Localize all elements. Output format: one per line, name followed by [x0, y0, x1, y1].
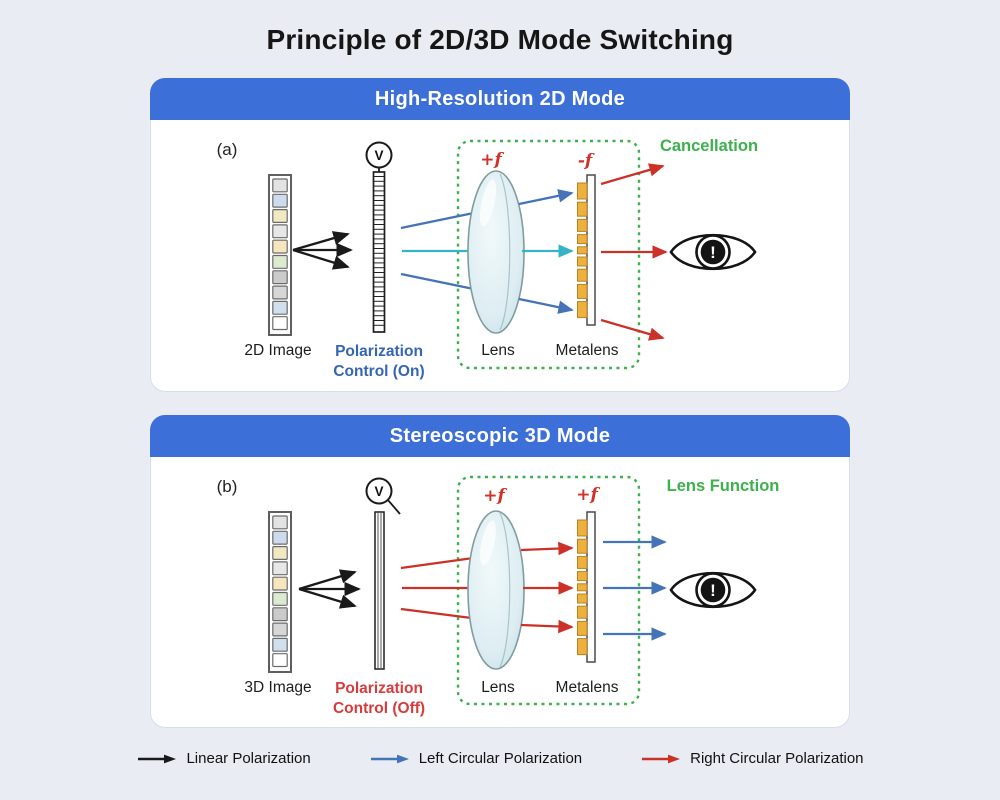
polarization-control-label: Polarization Control (On) — [333, 342, 424, 382]
panel-b-body: V — [150, 457, 850, 728]
lens-focal-label: +f — [483, 486, 505, 506]
metalens-focal-label: +f — [576, 485, 598, 505]
panel-a-tag: (a) — [216, 140, 238, 159]
pixel-squares — [272, 515, 288, 668]
polarization-control-bar — [372, 171, 386, 333]
legend-item-left-circular: Left Circular Polarization — [369, 750, 582, 767]
image-label: 2D Image — [244, 342, 312, 359]
metalens-segments — [577, 519, 588, 656]
panel-a-header: High-Resolution 2D Mode — [150, 78, 850, 120]
eye-icon: ! — [669, 233, 757, 271]
lens — [467, 170, 525, 334]
diagram-3d-mode: V — [268, 475, 757, 706]
metalens-label: Metalens — [555, 679, 619, 696]
annotation-lens-function: Lens Function — [666, 477, 780, 495]
polarization-control-label: Polarization Control (Off) — [333, 679, 425, 719]
metalens-segments — [577, 182, 588, 319]
polarization-label-line1: Polarization — [335, 680, 423, 697]
voltage-source: V — [365, 477, 401, 515]
blue-arrow-icon — [370, 754, 409, 763]
linear-polarization-rays — [292, 231, 353, 270]
lens-label: Lens — [481, 679, 515, 696]
legend-item-right-circular: Right Circular Polarization — [640, 750, 864, 767]
metalens-focal-label: -f — [577, 151, 593, 171]
image-label: 3D Image — [244, 679, 312, 696]
metalens-label: Metalens — [555, 342, 619, 359]
image-strip — [268, 174, 292, 336]
black-arrow-icon — [138, 754, 177, 763]
lens — [467, 510, 525, 670]
red-arrow-icon — [642, 754, 681, 763]
image-strip — [268, 511, 292, 673]
voltage-label: V — [374, 484, 383, 499]
polarization-control-bar — [374, 511, 385, 670]
panel-a-body: V — [150, 120, 850, 392]
right-circular-rays-mid — [520, 541, 574, 634]
panel-b-header: Stereoscopic 3D Mode — [150, 415, 850, 457]
legend-label: Linear Polarization — [186, 750, 311, 767]
polarization-label-line2: Control (On) — [333, 363, 425, 380]
legend-label: Right Circular Polarization — [690, 750, 864, 767]
eye-exclamation: ! — [710, 243, 716, 262]
voltage-label: V — [374, 148, 383, 163]
panel-2d-mode: High-Resolution 2D Mode — [150, 78, 850, 392]
eye-exclamation: ! — [710, 581, 716, 600]
right-circular-rays-out — [600, 163, 668, 341]
left-circular-rays-out — [603, 535, 667, 641]
panel-b-tag: (b) — [216, 477, 238, 496]
polarization-label-line1: Polarization — [335, 343, 423, 360]
hatch-lines — [374, 176, 384, 326]
legend: Linear Polarization Left Circular Polari… — [0, 750, 1000, 767]
page-title: Principle of 2D/3D Mode Switching — [266, 24, 734, 55]
diagram-2d-mode: V — [268, 139, 757, 370]
annotation-cancellation: Cancellation — [659, 137, 759, 155]
voltage-source: V — [365, 141, 393, 173]
metalens — [577, 174, 596, 326]
panel-3d-mode: Stereoscopic 3D Mode — [150, 415, 850, 728]
metalens — [577, 511, 596, 663]
eye-icon: ! — [669, 571, 757, 609]
pixel-squares — [272, 178, 288, 331]
polarization-label-line2: Control (Off) — [332, 700, 426, 717]
linear-polarization-rays — [298, 569, 361, 609]
lens-label: Lens — [481, 342, 515, 359]
legend-label: Left Circular Polarization — [418, 750, 583, 767]
legend-item-linear: Linear Polarization — [136, 750, 311, 767]
lens-focal-label: +f — [480, 150, 502, 170]
left-circular-rays-mid — [518, 189, 574, 314]
